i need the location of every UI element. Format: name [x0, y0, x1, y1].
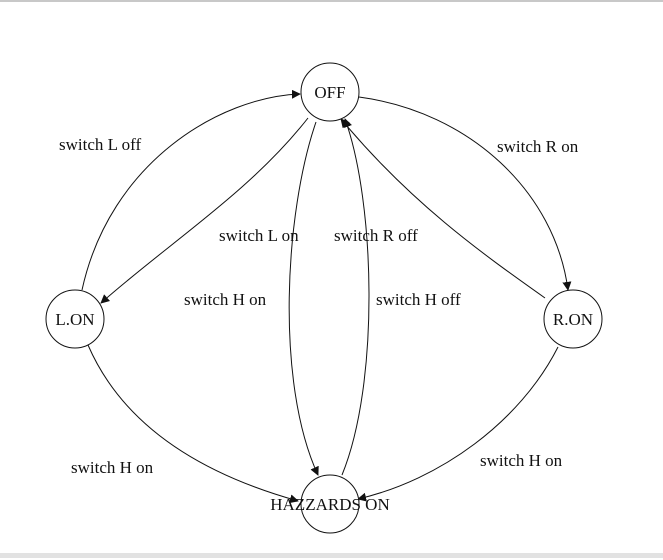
edge-label-switch-l-on: switch L on [219, 226, 299, 245]
state-l-on-label: L.ON [55, 310, 94, 329]
bottom-scroll-bar [0, 553, 663, 558]
edge-hazards-to-off [341, 118, 370, 476]
edge-off-to-hazards [288, 121, 319, 476]
edge-r-on-to-off [340, 118, 546, 299]
state-r-on-label: R.ON [553, 310, 593, 329]
edge-off-to-l-on [100, 117, 309, 304]
edge-label-switch-l-off: switch L off [59, 135, 141, 154]
edge-r-on-to-hazards [357, 346, 559, 502]
edge-label-switch-h-on-from-l: switch H on [71, 458, 154, 477]
edge-l-on-to-off [81, 89, 301, 291]
state-l-on: L.ON [45, 289, 105, 349]
state-off: OFF [300, 62, 360, 122]
edge-off-to-r-on [358, 96, 572, 291]
state-off-label: OFF [314, 83, 345, 102]
edge-label-switch-h-off: switch H off [376, 290, 461, 309]
edge-label-switch-r-off: switch R off [334, 226, 418, 245]
edge-label-switch-h-on-from-r: switch H on [480, 451, 563, 470]
state-r-on: R.ON [543, 289, 603, 349]
state-hazards-on: HAZZARDS ON [270, 474, 390, 534]
state-hazards-on-label: HAZZARDS ON [270, 495, 389, 514]
edge-label-switch-h-on-from-off: switch H on [184, 290, 267, 309]
edge-l-on-to-hazards [87, 344, 299, 504]
edge-label-switch-r-on: switch R on [497, 137, 579, 156]
